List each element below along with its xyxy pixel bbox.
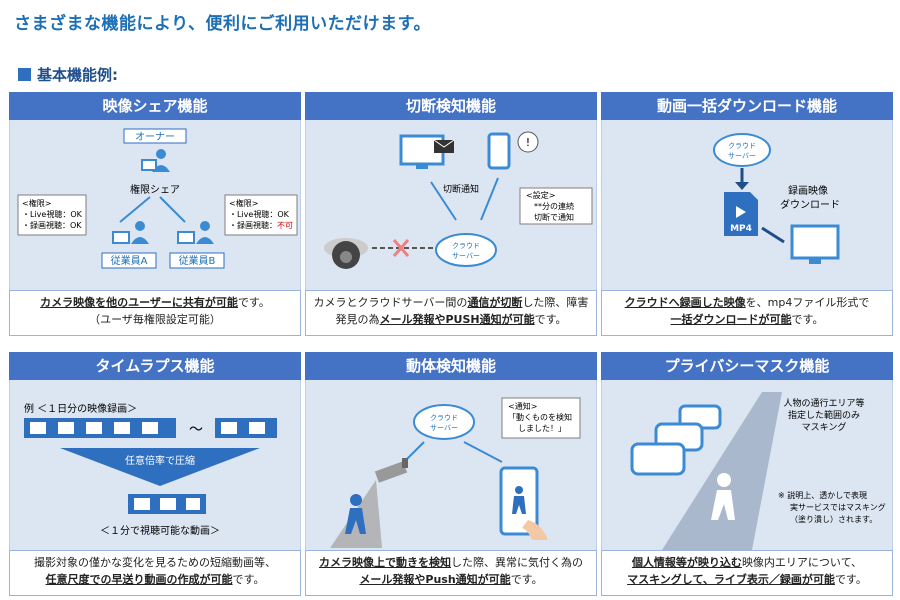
- svg-text:不可: 不可: [277, 221, 293, 230]
- svg-text:しました！」: しました！」: [518, 424, 566, 433]
- svg-text:従業員B: 従業員B: [179, 254, 216, 267]
- svg-text:例 ＜１日分の映像録画＞: 例 ＜１日分の映像録画＞: [24, 402, 137, 415]
- svg-text:クラウド: クラウド: [452, 242, 480, 250]
- card-description: カメラ映像を他のユーザーに共有が可能です。 （ユーザ毎権限設定可能）: [9, 290, 301, 336]
- security-camera-icon: [374, 458, 408, 483]
- privacy-mask-illustration: 人物の通行エリア等 指定した範囲のみ マスキング ※ 説明上、透かしで表現 実サ…: [601, 380, 893, 550]
- svg-text:クラウド: クラウド: [728, 142, 756, 150]
- svg-text:・Live視聴：OK: ・Live視聴：OK: [229, 209, 290, 219]
- card-title: 動画一括ダウンロード機能: [601, 92, 893, 120]
- camera-icon: [324, 238, 368, 269]
- share-label: 権限シェア: [130, 183, 180, 196]
- svg-text:（塗り潰し）されます。: （塗り潰し）されます。: [790, 514, 877, 524]
- owner-label: オーナー: [135, 131, 175, 143]
- employee-b-box: [169, 252, 225, 269]
- card-description: 撮影対象の僅かな変化を見るための短縮動画等、 任意尺度での早送り動画の作成が可能…: [9, 550, 301, 596]
- owner-person-icon: [141, 149, 170, 172]
- page-headline: さまざまな機能により、便利にご利用いただけます。: [14, 14, 431, 34]
- svg-text:従業員A: 従業員A: [111, 254, 148, 267]
- hand-icon: [522, 520, 548, 540]
- timelapse-illustration: 例 ＜１日分の映像録画＞ 〜 任意倍率で圧縮 ＜１分で視聴可能な動画＞: [9, 380, 301, 550]
- svg-text:クラウド: クラウド: [430, 414, 458, 422]
- card-title: プライバシーマスク機能: [601, 352, 893, 380]
- svg-text:**分の連続: **分の連続: [534, 201, 574, 211]
- walking-person-icon: [345, 494, 366, 534]
- svg-text:MP4: MP4: [730, 224, 752, 234]
- svg-text:<通知>: <通知>: [508, 401, 537, 411]
- card-description: 個人情報等が映り込む映像内エリアについて、 マスキングして、ライブ表示／録画が可…: [601, 550, 893, 596]
- cloud-icon: [435, 233, 497, 267]
- svg-text:録画映像: 録画映像: [788, 184, 828, 197]
- compress-funnel: [60, 448, 260, 486]
- section-title: 基本機能例:: [18, 64, 118, 85]
- svg-text:実サービスではマスキング: 実サービスではマスキング: [790, 502, 886, 512]
- svg-text:〜: 〜: [189, 422, 203, 438]
- svg-text:切断通知: 切断通知: [443, 183, 479, 195]
- smartphone-icon: [487, 132, 511, 170]
- card-disconnect-detect: 切断検知機能 ! 切断通知 <設定> **分の連続 切断で通知 クラウド サーバ…: [305, 92, 597, 340]
- svg-text:<権限>: <権限>: [22, 198, 51, 208]
- card-description: カメラとクラウドサーバー間の通信が切断した際、障害発見の為メール発報やPUSH通…: [305, 290, 597, 336]
- card-video-share: 映像シェア機能 オーナー 権限シェア <権限> ・Live視聴：OK ・録画視聴…: [9, 92, 301, 340]
- perm-right-box: [224, 194, 298, 236]
- bulk-download-illustration: クラウド サーバー MP4 録画映像 ダウンロード: [601, 120, 893, 290]
- svg-text:切断で通知: 切断で通知: [534, 212, 574, 222]
- cloud-icon: [413, 404, 475, 440]
- employee-a-icon: [112, 221, 149, 244]
- notice-box: [501, 397, 581, 439]
- svg-text:任意倍率で圧縮: 任意倍率で圧縮: [125, 454, 195, 467]
- perm-left-box: [17, 194, 87, 236]
- svg-text:ダウンロード: ダウンロード: [780, 198, 840, 211]
- svg-text:指定した範囲のみ: 指定した範囲のみ: [788, 409, 860, 421]
- owner-box: [123, 128, 187, 144]
- card-title: 切断検知機能: [305, 92, 597, 120]
- section-title-text: 基本機能例:: [37, 66, 118, 84]
- svg-text:マスキング: マスキング: [802, 421, 847, 433]
- disconnect-x-icon: [392, 239, 410, 257]
- svg-text:サーバー: サーバー: [452, 252, 480, 260]
- alert-bubble-icon: !: [517, 131, 539, 153]
- svg-text:「動くものを検知: 「動くものを検知: [508, 412, 572, 422]
- mp4-file-icon: [724, 192, 758, 236]
- card-title: 映像シェア機能: [9, 92, 301, 120]
- car-icon-3: [630, 442, 686, 476]
- film-strip-long: [24, 418, 176, 438]
- smartphone-icon: [499, 466, 539, 536]
- motion-detect-illustration: クラウド サーバー <通知> 「動くものを検知 しました！」: [305, 380, 597, 550]
- film-strip-end: [215, 418, 277, 438]
- setting-box: [519, 187, 593, 225]
- walking-person-icon: [711, 473, 735, 520]
- mask-area: [662, 392, 782, 550]
- card-motion-detect: 動体検知機能 クラウド サーバー <通知> 「動くものを検知 しました！」 カメ…: [305, 352, 597, 600]
- card-description: カメラ映像上で動きを検知した際、異常に気付く為の メール発報やPush通知が可能…: [305, 550, 597, 596]
- employee-b-icon: [177, 221, 214, 244]
- svg-text:サーバー: サーバー: [430, 424, 458, 432]
- svg-text:人物の通行エリア等: 人物の通行エリア等: [783, 397, 864, 409]
- film-strip-short: [128, 494, 206, 514]
- employee-a-box: [101, 252, 157, 269]
- mail-icon: [433, 139, 455, 153]
- svg-text:・Live視聴：OK: ・Live視聴：OK: [22, 209, 83, 219]
- svg-text:・録画視聴：: ・録画視聴：: [229, 220, 277, 230]
- svg-text:<設定>: <設定>: [526, 190, 555, 200]
- card-timelapse: タイムラプス機能 例 ＜１日分の映像録画＞ 〜 任意倍率で圧縮 ＜１分で視聴可能…: [9, 352, 301, 600]
- svg-text:・録画視聴：OK: ・録画視聴：OK: [22, 220, 82, 230]
- card-privacy-mask: プライバシーマスク機能 人物の通行エリア等 指定した範囲のみ マスキング ※ 説…: [601, 352, 893, 600]
- cloud-icon: [713, 133, 771, 167]
- svg-text:<権限>: <権限>: [229, 198, 258, 208]
- video-share-illustration: オーナー 権限シェア <権限> ・Live視聴：OK ・録画視聴：OK <権限>…: [9, 120, 301, 290]
- card-bulk-download: 動画一括ダウンロード機能 クラウド サーバー MP4 録画映像 ダウンロード ク…: [601, 92, 893, 340]
- svg-text:!: !: [526, 136, 530, 149]
- section-square-icon: [18, 68, 31, 81]
- card-title: 動体検知機能: [305, 352, 597, 380]
- card-title: タイムラプス機能: [9, 352, 301, 380]
- svg-text:サーバー: サーバー: [728, 152, 756, 160]
- monitor-icon: [790, 224, 840, 264]
- svg-text:＜１分で視聴可能な動画＞: ＜１分で視聴可能な動画＞: [100, 524, 220, 537]
- svg-text:※ 説明上、透かしで表現: ※ 説明上、透かしで表現: [778, 490, 867, 500]
- card-description: クラウドへ録画した映像を、mp4ファイル形式で 一括ダウンロードが可能です。: [601, 290, 893, 336]
- disconnect-illustration: ! 切断通知 <設定> **分の連続 切断で通知 クラウド サーバー: [305, 120, 597, 290]
